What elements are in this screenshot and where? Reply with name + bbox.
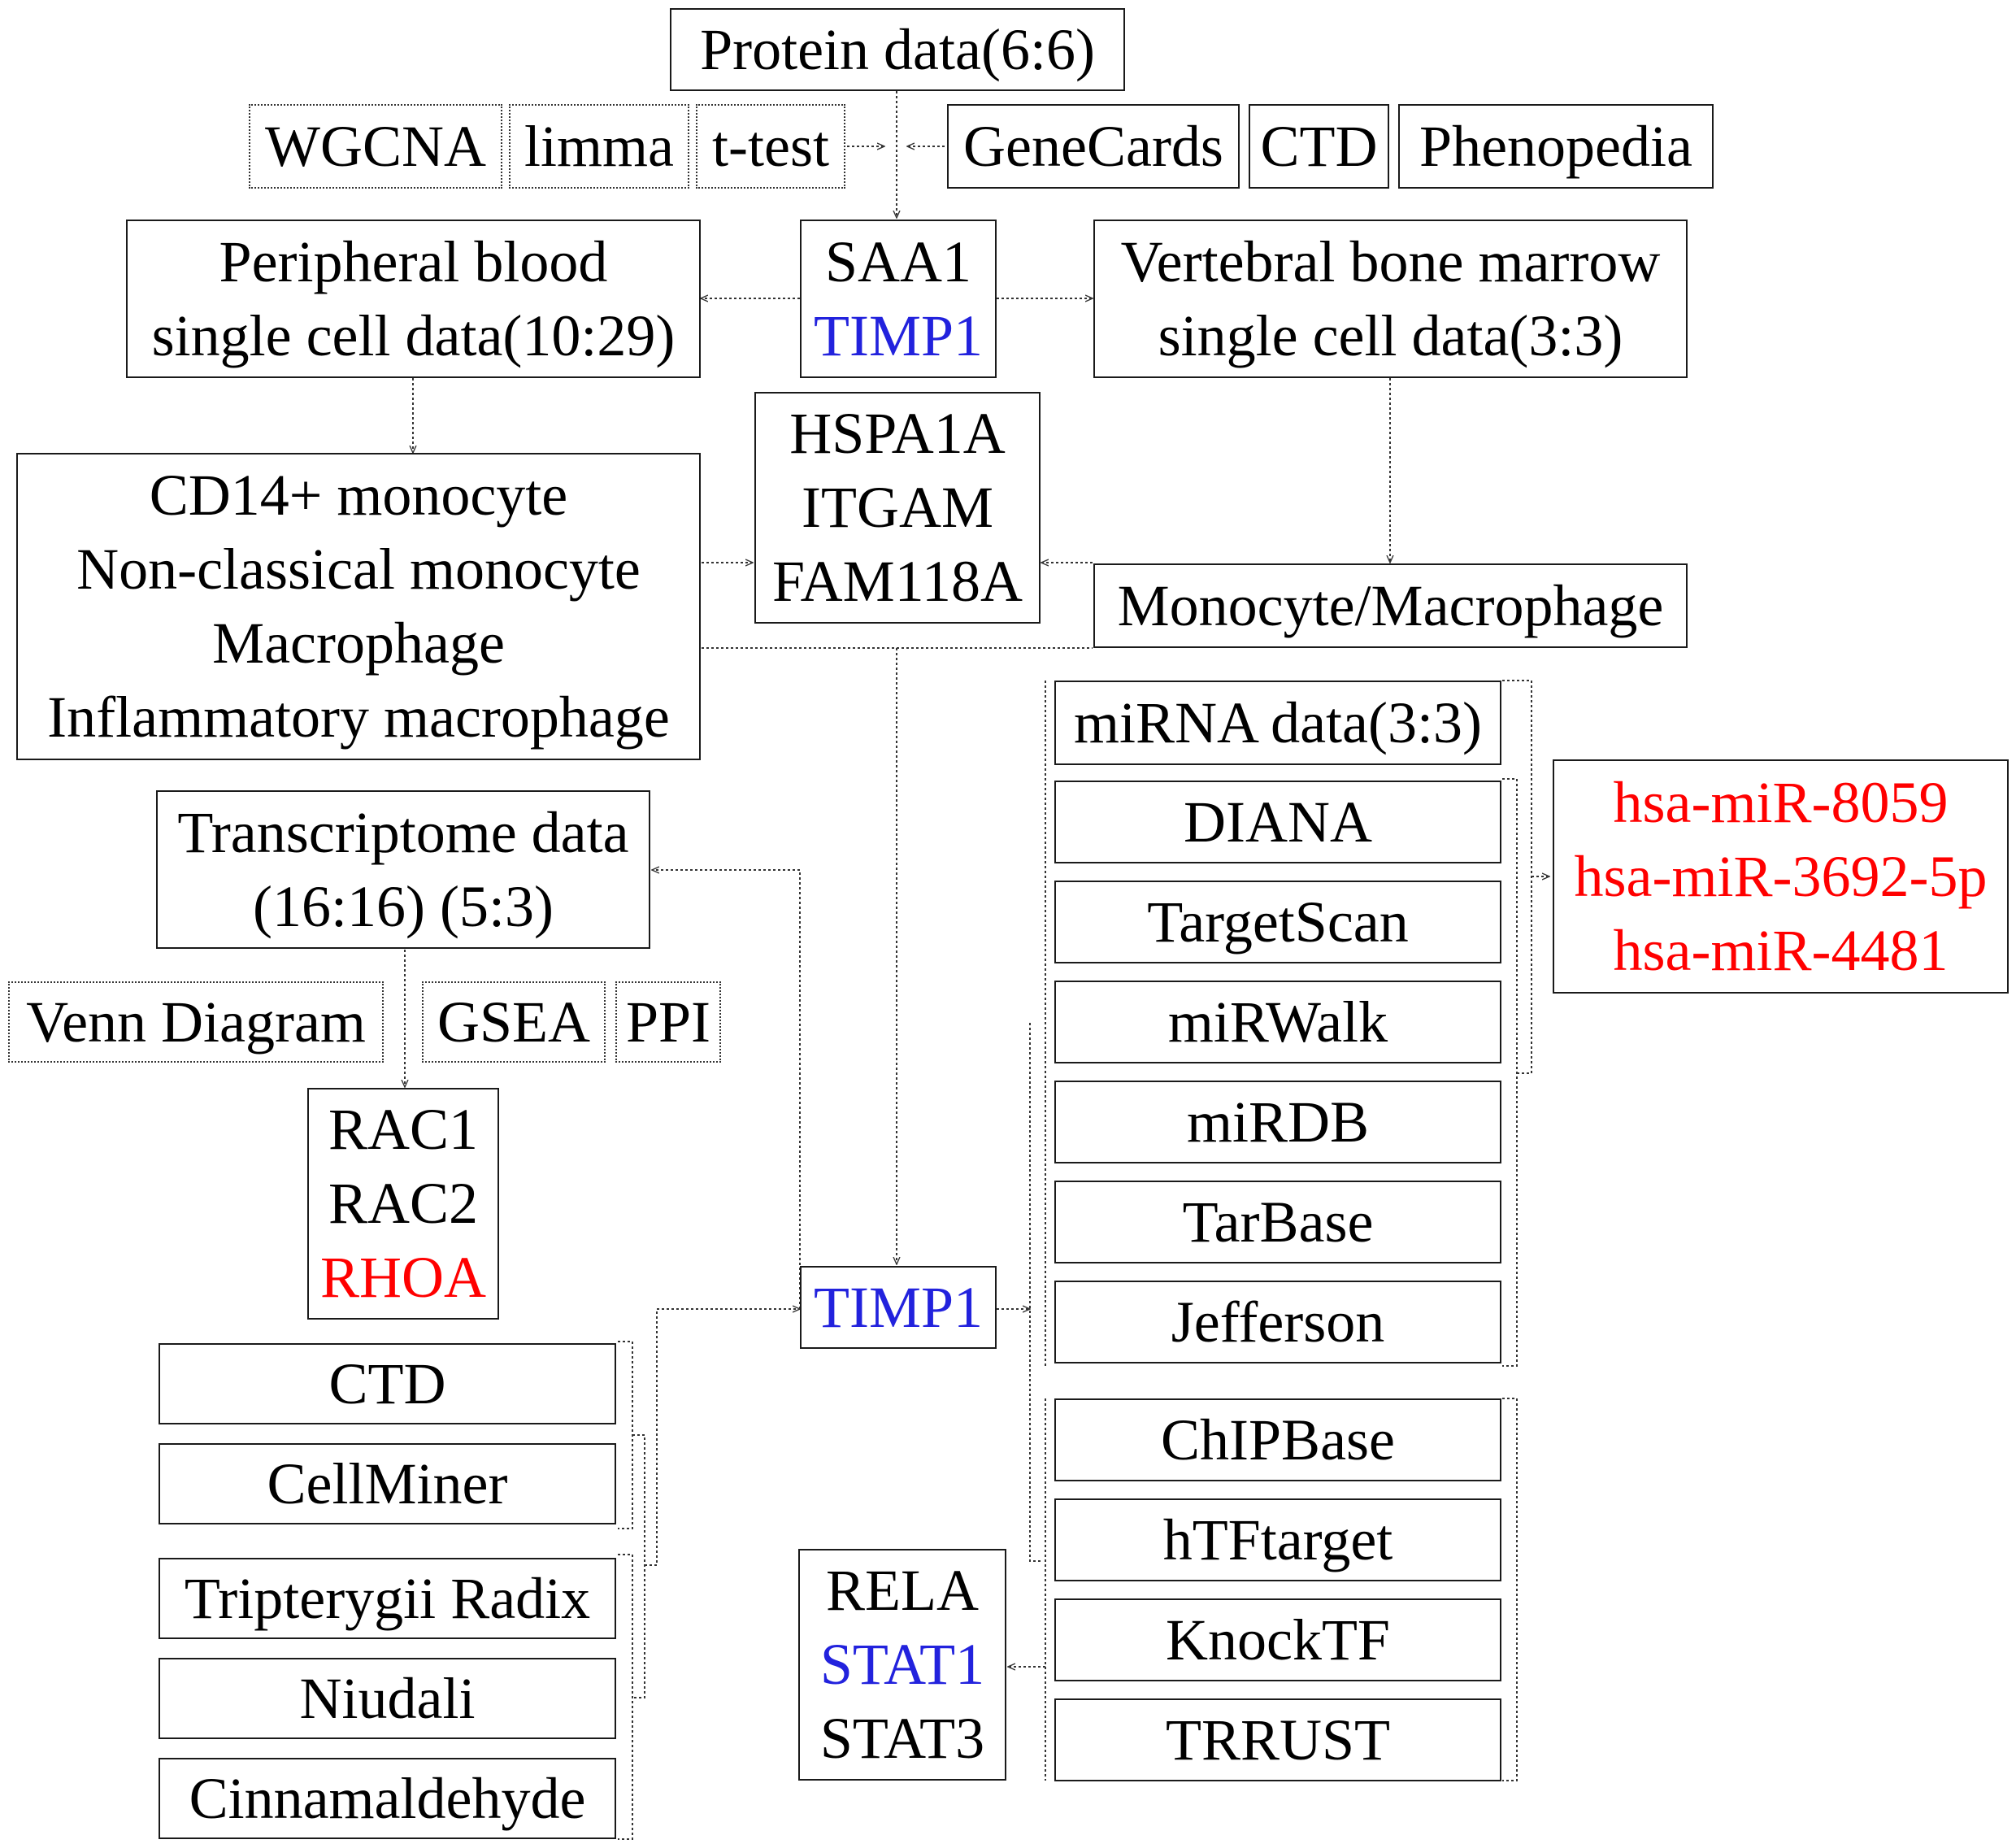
tf-db-htftarget-box: hTFtarget [1054,1498,1501,1581]
db-ctd-box: CTD [1249,104,1389,189]
celltype-cd14: CD14+ monocyte [149,463,568,528]
transcriptome-box: Transcriptome data (16:16) (5:3) [156,790,650,949]
protein-data-box: Protein data(6:6) [670,8,1125,91]
mirna-db-bracket [1502,778,1518,1367]
peripheral-blood-line2: single cell data(10:29) [151,302,676,368]
tf-db-trrust-label: TRRUST [1165,1707,1391,1772]
gene-fam118a: FAM118A [771,549,1023,614]
drug-db-ctd-box: CTD [159,1343,616,1424]
mirna-db-mirwalk-box: miRWalk [1054,981,1501,1063]
tf-bracket [1045,1398,1518,1781]
db-genecards-label: GeneCards [963,113,1223,179]
gene-rac1: RAC1 [328,1097,479,1162]
target-timp1: TIMP1 [813,302,984,368]
celltype-macrophage: Macrophage [212,611,505,676]
method-venn-label: Venn Diagram [26,989,366,1055]
tf-result-rela: RELA [826,1558,979,1623]
celltype-inflammatory: Inflammatory macrophage [47,685,670,750]
tf-db-htftarget-label: hTFtarget [1162,1507,1393,1572]
tf-result-stat1: STAT1 [819,1632,985,1697]
peripheral-blood-box: Peripheral blood single cell data(10:29) [126,220,701,378]
db-phenopedia-label: Phenopedia [1419,113,1692,179]
method-ppi-box: PPI [615,981,721,1063]
peripheral-blood-line1: Peripheral blood [219,228,608,294]
protein-data-label: Protein data(6:6) [700,16,1095,82]
transcriptome-line1: Transcriptome data [177,799,629,865]
mirna-db-targetscan-label: TargetScan [1147,889,1409,955]
mirna-db-mirdb-label: miRDB [1186,1089,1370,1155]
drug-db-cellminer-box: CellMiner [159,1443,616,1524]
core-timp1-label: TIMP1 [813,1274,984,1340]
method-wgcna-label: WGCNA [265,113,486,179]
mirna-results-box: hsa-miR-8059 hsa-miR-3692-5p hsa-miR-448… [1553,759,2009,994]
drug-tripterygii-box: Tripterygii Radix [159,1558,616,1639]
mirna-db-targetscan-box: TargetScan [1054,881,1501,963]
tf-results-box: RELA STAT1 STAT3 [798,1549,1006,1781]
gene-itgam: ITGAM [802,475,993,540]
mirna-db-jefferson-label: Jefferson [1171,1289,1385,1355]
db-genecards-box: GeneCards [947,104,1240,189]
drug-cinnamaldehyde-box: Cinnamaldehyde [159,1758,616,1839]
drug-niudali-label: Niudali [299,1665,476,1731]
core-timp1-box: TIMP1 [800,1266,997,1349]
arrow-core-to-transcriptome [652,870,801,1309]
method-ttest-box: t-test [696,104,845,189]
mirna-db-tarbase-label: TarBase [1182,1189,1374,1255]
protein-targets-box: SAA1 TIMP1 [800,220,997,378]
method-gsea-label: GSEA [437,989,590,1055]
method-limma-box: limma [509,104,689,189]
tf-db-trrust-box: TRRUST [1054,1698,1501,1781]
mirna-result-8059: hsa-miR-8059 [1613,769,1949,835]
drug-tripterygii-label: Tripterygii Radix [184,1565,591,1631]
db-phenopedia-box: Phenopedia [1398,104,1714,189]
monocyte-macrophage-label: Monocyte/Macrophage [1117,572,1664,638]
rho-genes-box: RAC1 RAC2 RHOA [307,1088,499,1320]
db-ctd-label: CTD [1260,113,1378,179]
bone-marrow-line1: Vertebral bone marrow [1120,228,1661,294]
mirna-db-diana-box: DIANA [1054,781,1501,863]
mirna-db-diana-label: DIANA [1184,789,1372,855]
mirna-db-tarbase-box: TarBase [1054,1181,1501,1263]
tf-db-knocktf-box: KnockTF [1054,1598,1501,1681]
drug-bracket-join [632,1434,645,1698]
drug-db-ctd-label: CTD [328,1350,446,1416]
bone-marrow-box: Vertebral bone marrow single cell data(3… [1093,220,1688,378]
mirna-db-mirdb-box: miRDB [1054,1081,1501,1163]
bone-marrow-line2: single cell data(3:3) [1158,302,1623,368]
drug-list-bracket [618,1554,633,1840]
celltype-nonclassical: Non-classical monocyte [76,537,641,602]
gene-rhoa: RHOA [319,1245,486,1310]
drug-db-cellminer-label: CellMiner [267,1450,508,1516]
target-saa1: SAA1 [824,228,972,294]
method-limma-label: limma [524,113,674,179]
transcriptome-line2: (16:16) (5:3) [253,873,554,939]
arrow-drugs-to-core [645,1309,800,1566]
method-wgcna-box: WGCNA [249,104,502,189]
mirna-db-mirwalk-label: miRWalk [1167,989,1388,1055]
method-venn-box: Venn Diagram [8,981,384,1063]
drug-cinnamaldehyde-label: Cinnamaldehyde [189,1765,586,1831]
mirna-data-label: miRNA data(3:3) [1074,689,1482,755]
tf-db-chipbase-label: ChIPBase [1161,1407,1395,1472]
method-gsea-box: GSEA [422,981,606,1063]
tf-db-chipbase-box: ChIPBase [1054,1398,1501,1481]
mirna-result-4481: hsa-miR-4481 [1613,917,1949,983]
method-ttest-label: t-test [712,113,829,179]
tf-trunk [1029,1023,1041,1562]
tf-result-stat3: STAT3 [819,1706,985,1771]
monocyte-macrophage-box: Monocyte/Macrophage [1093,563,1688,648]
blood-cell-types-box: CD14+ monocyte Non-classical monocyte Ma… [16,453,701,760]
gene-hspa1a: HSPA1A [789,401,1006,466]
mirna-result-3692: hsa-miR-3692-5p [1574,843,1988,909]
gene-rac2: RAC2 [328,1171,479,1236]
drug-niudali-box: Niudali [159,1658,616,1739]
mirna-data-box: miRNA data(3:3) [1054,681,1501,765]
method-ppi-label: PPI [625,989,711,1055]
mirna-db-jefferson-box: Jefferson [1054,1281,1501,1363]
tf-db-knocktf-label: KnockTF [1166,1607,1390,1672]
drug-db-bracket [618,1341,633,1529]
marker-genes-box: HSPA1A ITGAM FAM118A [754,392,1041,624]
